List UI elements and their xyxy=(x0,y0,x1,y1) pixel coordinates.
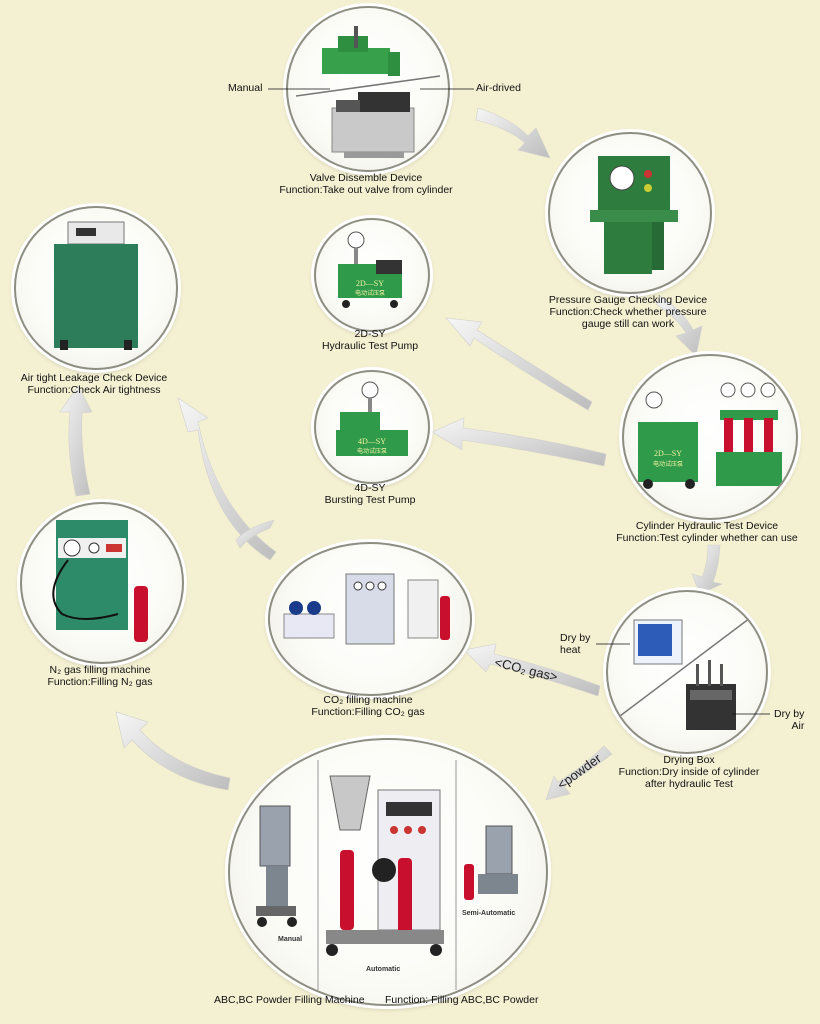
cylinder-title: Cylinder Hydraulic Test Device xyxy=(635,520,779,532)
n2-filling-label: N₂ gas filling machine Function:Filling … xyxy=(4,664,196,688)
arrow-co2-to-airtight xyxy=(177,397,277,561)
pressure-gauge-illustration xyxy=(590,156,678,274)
co2-title: CO₂ filling machine xyxy=(323,694,413,706)
valve-dissemble-illustration xyxy=(295,26,441,158)
drying-box-illustration xyxy=(611,611,759,730)
arrow-cylinder-to-pump4d xyxy=(431,417,607,467)
dry-air-line2: Air xyxy=(791,720,805,732)
pressure-gauge-node xyxy=(548,132,712,294)
cylinder-machine-sub: 电动试压泵 xyxy=(653,460,683,468)
co2-filling-label: CO₂ filling machine Function:Filling CO₂… xyxy=(280,694,456,718)
pump4d-machine-sub: 电动试压泵 xyxy=(357,447,387,455)
powder-manual-caption: Manual xyxy=(278,936,303,943)
powder-filling-label: ABC,BC Powder Filling Machine Function: … xyxy=(214,994,574,1006)
co2-filling-illustration xyxy=(283,573,450,645)
pump2d-title: 2D-SY xyxy=(354,328,386,340)
airtight-function: Function:Check Air tightness xyxy=(27,384,161,396)
arrow-drying-to-powder xyxy=(545,745,613,801)
hydraulic-pump-node: 2D—SY 电动试压泵 xyxy=(314,218,430,332)
arrow-valve-to-pressure xyxy=(475,107,551,159)
pump4d-title: 4D-SY xyxy=(354,482,386,494)
arrow-drying-to-co2 xyxy=(463,643,601,697)
co2-filling-node xyxy=(268,542,472,696)
drying-box-node xyxy=(606,590,768,754)
valve-manual-tag: Manual xyxy=(228,82,263,94)
pump4d-machine-text: 4D—SY xyxy=(358,437,386,446)
arrow-pressure-to-cylinder xyxy=(655,295,703,357)
dry-air-line1: Dry by xyxy=(774,708,805,720)
air-tight-label: Air tight Leakage Check Device Function:… xyxy=(4,372,184,396)
powder-automatic-caption: Automatic xyxy=(366,966,401,973)
air-tight-illustration xyxy=(54,221,138,350)
pump2d-subtitle: Hydraulic Test Pump xyxy=(321,340,419,352)
cylinder-hydraulic-label: Cylinder Hydraulic Test Device Function:… xyxy=(604,520,810,544)
valve-dissemble-label: Valve Dissemble Device Function:Take out… xyxy=(276,172,456,196)
pump4d-subtitle: Bursting Test Pump xyxy=(324,494,416,506)
n2-title: N₂ gas filling machine xyxy=(49,664,151,676)
dry-heat-line2: heat xyxy=(560,644,581,656)
pump2d-machine-sub: 电动试压泵 xyxy=(355,289,385,297)
valve-function: Function:Take out valve from cylinder xyxy=(279,184,453,196)
bursting-pump-node: 4D—SY 电动试压泵 xyxy=(314,370,430,484)
pressure-title: Pressure Gauge Checking Device xyxy=(548,294,708,306)
hydraulic-pump-illustration: 2D—SY 电动试压泵 xyxy=(338,231,402,308)
cylinder-function: Function:Test cylinder whether can use xyxy=(616,532,798,544)
powder-filling-illustration xyxy=(256,760,518,990)
drying-box-label: Drying Box Function:Dry inside of cylind… xyxy=(604,754,774,790)
arrow-powder-to-n2 xyxy=(115,711,231,791)
drying-function-line1: Function:Dry inside of cylinder xyxy=(618,766,760,778)
arrow-cylinder-to-drying xyxy=(691,544,723,595)
drying-title: Drying Box xyxy=(663,754,715,766)
cylinder-hydraulic-illustration: 2D—SY 电动试压泵 xyxy=(638,382,782,489)
pump2d-machine-text: 2D—SY xyxy=(356,279,384,288)
co2-function: Function:Filling CO₂ gas xyxy=(311,706,425,718)
arrow-co2-swoosh xyxy=(235,519,275,549)
powder-title: ABC,BC Powder Filling Machine xyxy=(214,994,365,1006)
valve-air-drived-tag: Air-drived xyxy=(476,82,521,94)
air-tight-node xyxy=(14,206,178,370)
dry-by-air-tag: Dry by Air xyxy=(774,708,804,732)
drying-tag-leaders xyxy=(596,643,770,715)
hydraulic-pump-label: 2D-SY Hydraulic Test Pump xyxy=(300,328,440,352)
dry-by-heat-tag: Dry by heat xyxy=(560,632,590,656)
drying-function-line2: after hydraulic Test xyxy=(645,778,733,790)
valve-tag-leaders xyxy=(268,88,474,90)
powder-filling-node: Manual Automatic Semi-Automatic xyxy=(228,738,548,1006)
arrow-n2-to-airtight xyxy=(59,385,93,497)
dry-heat-line1: Dry by xyxy=(560,632,591,644)
cylinder-machine-text: 2D—SY xyxy=(654,449,682,458)
n2-function: Function:Filling N₂ gas xyxy=(47,676,153,688)
n2-filling-illustration xyxy=(52,520,148,642)
n2-filling-node xyxy=(20,502,184,664)
pressure-gauge-label: Pressure Gauge Checking Device Function:… xyxy=(538,294,718,330)
powder-function: Function: Filling ABC,BC Powder xyxy=(385,994,539,1006)
cylinder-hydraulic-node: 2D—SY 电动试压泵 xyxy=(622,354,798,520)
pressure-function-line1: Function:Check whether pressure xyxy=(549,306,707,318)
airtight-title: Air tight Leakage Check Device xyxy=(20,372,168,384)
valve-title: Valve Dissemble Device xyxy=(309,172,423,184)
pressure-function-line2: gauge still can work xyxy=(581,318,675,330)
arrow-cylinder-to-pump2d xyxy=(445,317,593,411)
bursting-pump-label: 4D-SY Bursting Test Pump xyxy=(300,482,440,506)
powder-semi-caption: Semi-Automatic xyxy=(462,910,516,917)
bursting-pump-illustration: 4D—SY 电动试压泵 xyxy=(336,381,408,456)
